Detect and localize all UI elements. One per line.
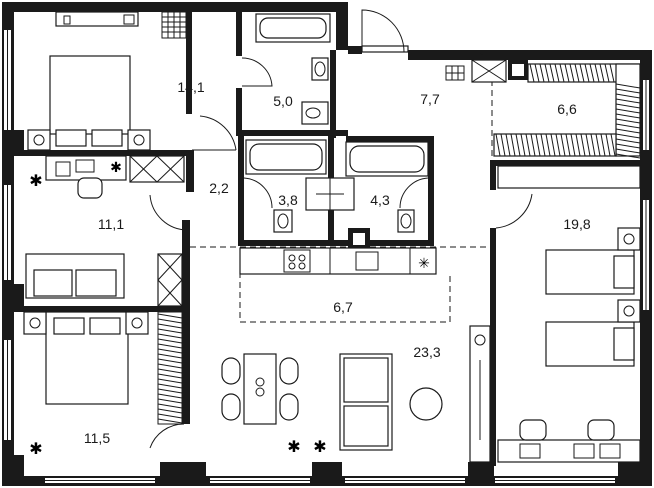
room-area-bedroom-bottom-left: 11,5 [84,430,110,446]
room-area-living-room: 23,3 [413,344,440,360]
room-area-wardrobe-right: 6,6 [557,101,577,117]
bedroom-bottom-left-furniture [23,311,183,425]
zone-lines [190,80,493,323]
plant-icon: ✱ [29,173,42,190]
room-labels: 14,1 5,0 7,7 6,6 2,2 3,8 4,3 19,8 11,1 6… [84,79,591,446]
plant-icon: ✱ [287,439,300,456]
plant-icon: ✱ [110,159,122,175]
plant-icon: ✳ [418,255,430,271]
room-area-entrance-hall: 7,7 [420,91,440,107]
interior-walls [14,12,642,466]
room-area-bedroom-middle-left: 11,1 [98,216,124,232]
bedroom-middle-left-furniture [25,155,185,307]
room-area-master-bedroom-right: 19,8 [563,216,590,232]
room-area-corridor: 2,2 [209,180,229,196]
bathroom-top-fixtures [255,13,331,125]
plant-icon: ✱ [313,439,326,456]
room-area-bathroom-middle-right: 4,3 [370,192,390,208]
room-area-kitchen-zone: 6,7 [333,299,353,315]
bedroom-top-left-furniture [27,11,187,151]
room-area-bedroom-top-left: 14,1 [177,79,204,95]
master-bedroom-right-furniture [497,165,641,463]
plant-icon: ✱ [29,441,42,458]
entrance-furniture [445,59,641,157]
kitchen-furniture [239,247,437,275]
room-area-bathroom-top: 5,0 [273,93,293,109]
bathroom-middle-fixtures [245,139,429,233]
room-area-bathroom-middle-left: 3,8 [278,192,298,208]
living-room-furniture [221,325,491,463]
plant-icons: ✱ ✱ ✱ ✱ ✱ ✳ [29,159,430,458]
